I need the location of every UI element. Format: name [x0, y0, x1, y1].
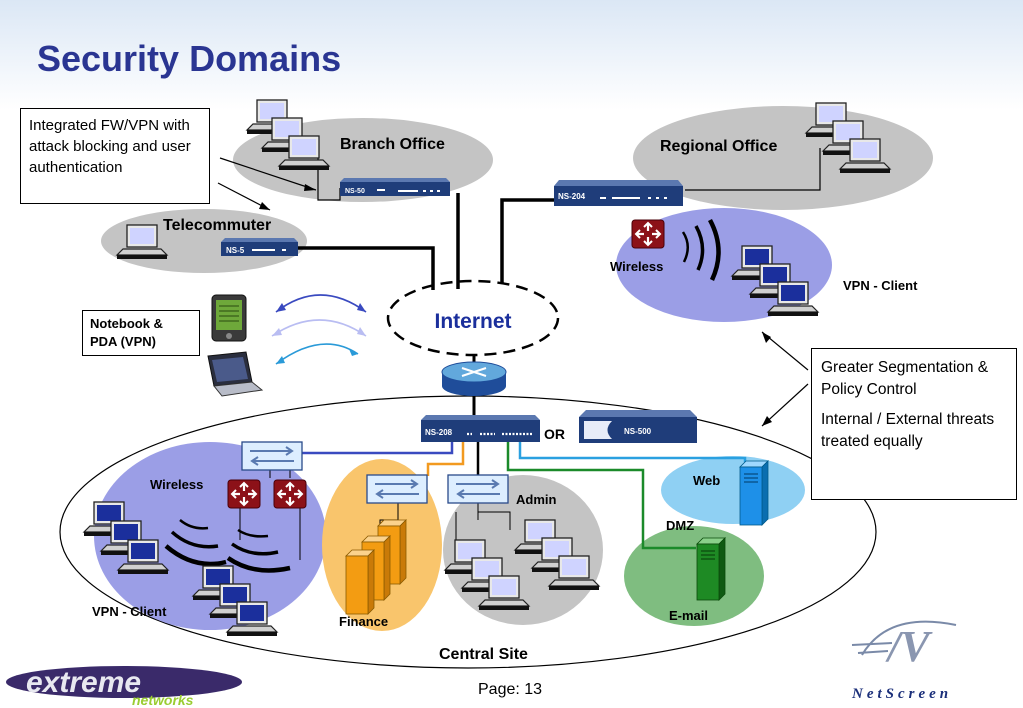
central-wireless-cloud — [94, 442, 326, 630]
ns50-label: NS-50 — [345, 188, 365, 195]
segmentation-callout: Greater Segmentation & Policy Control In… — [811, 348, 1017, 500]
admin-switch — [447, 474, 509, 504]
ns5-label: NS-5 — [226, 246, 245, 255]
logo-extreme-bottom: networks — [132, 692, 194, 706]
vpn-arcs — [271, 294, 367, 365]
finance-servers — [345, 519, 407, 615]
telecommuter-label: Telecommuter — [163, 217, 271, 234]
finance-switch — [366, 474, 428, 504]
wireless-regional-label: Wireless — [610, 259, 663, 274]
vpn-client-central-label: VPN - Client — [92, 604, 167, 619]
regional-wireless-router — [630, 218, 666, 250]
notebook-pda-callout: Notebook & PDA (VPN) — [82, 310, 200, 356]
vpn-client-regional-label: VPN - Client — [843, 278, 918, 293]
email-cloud — [624, 526, 764, 626]
dmz-label: DMZ — [666, 518, 694, 533]
laptop-icon — [207, 351, 264, 397]
page-number: Page: 13 — [478, 681, 543, 698]
web-server — [739, 460, 769, 526]
logo-extreme-top: extreme — [26, 666, 141, 699]
regional-office-label: Regional Office — [660, 138, 777, 155]
wireless-switch — [241, 441, 303, 471]
wireless-central-label: Wireless — [150, 477, 203, 492]
pda-icon — [211, 294, 247, 342]
ns208-firewall: NS-208 — [421, 415, 540, 442]
netscreen-logo-mark: /V — [851, 620, 957, 671]
web-label: Web — [693, 473, 720, 488]
email-label: E-mail — [669, 608, 708, 623]
wireless-router-left — [226, 478, 262, 510]
threats-text: Internal / External threats treated equa… — [821, 411, 995, 450]
admin-label: Admin — [516, 492, 557, 507]
svg-text:/V: /V — [885, 622, 933, 671]
ns208-label: NS-208 — [425, 428, 453, 437]
ns50-firewall: NS-50 — [340, 178, 450, 196]
slide-title: Security Domains — [37, 38, 342, 79]
ns5-firewall: NS-5 — [221, 238, 298, 256]
branch-office-label: Branch Office — [340, 136, 445, 153]
web-cloud — [661, 456, 805, 524]
wireless-router-right — [272, 478, 308, 510]
segmentation-text: Greater Segmentation & Policy Control — [821, 359, 989, 398]
central-wireless-waves — [164, 519, 291, 573]
regional-wireless-waves — [681, 218, 721, 281]
netscreen-wordmark: NetScreen — [852, 686, 953, 702]
ns204-firewall: NS-204 — [554, 180, 683, 206]
finance-label: Finance — [339, 614, 388, 629]
email-server — [696, 537, 726, 601]
ns500-firewall: NS-500 — [579, 410, 697, 443]
ns204-label: NS-204 — [558, 192, 586, 201]
or-label: OR — [544, 426, 565, 442]
extreme-networks-logo: extreme networks — [6, 666, 242, 706]
core-router — [441, 361, 507, 396]
fw-vpn-callout: Integrated FW/VPN with attack blocking a… — [20, 108, 210, 204]
ns500-label: NS-500 — [624, 427, 652, 436]
central-site-label: Central Site — [439, 646, 528, 663]
internet-label: Internet — [434, 310, 511, 333]
internet-cloud — [386, 279, 560, 357]
